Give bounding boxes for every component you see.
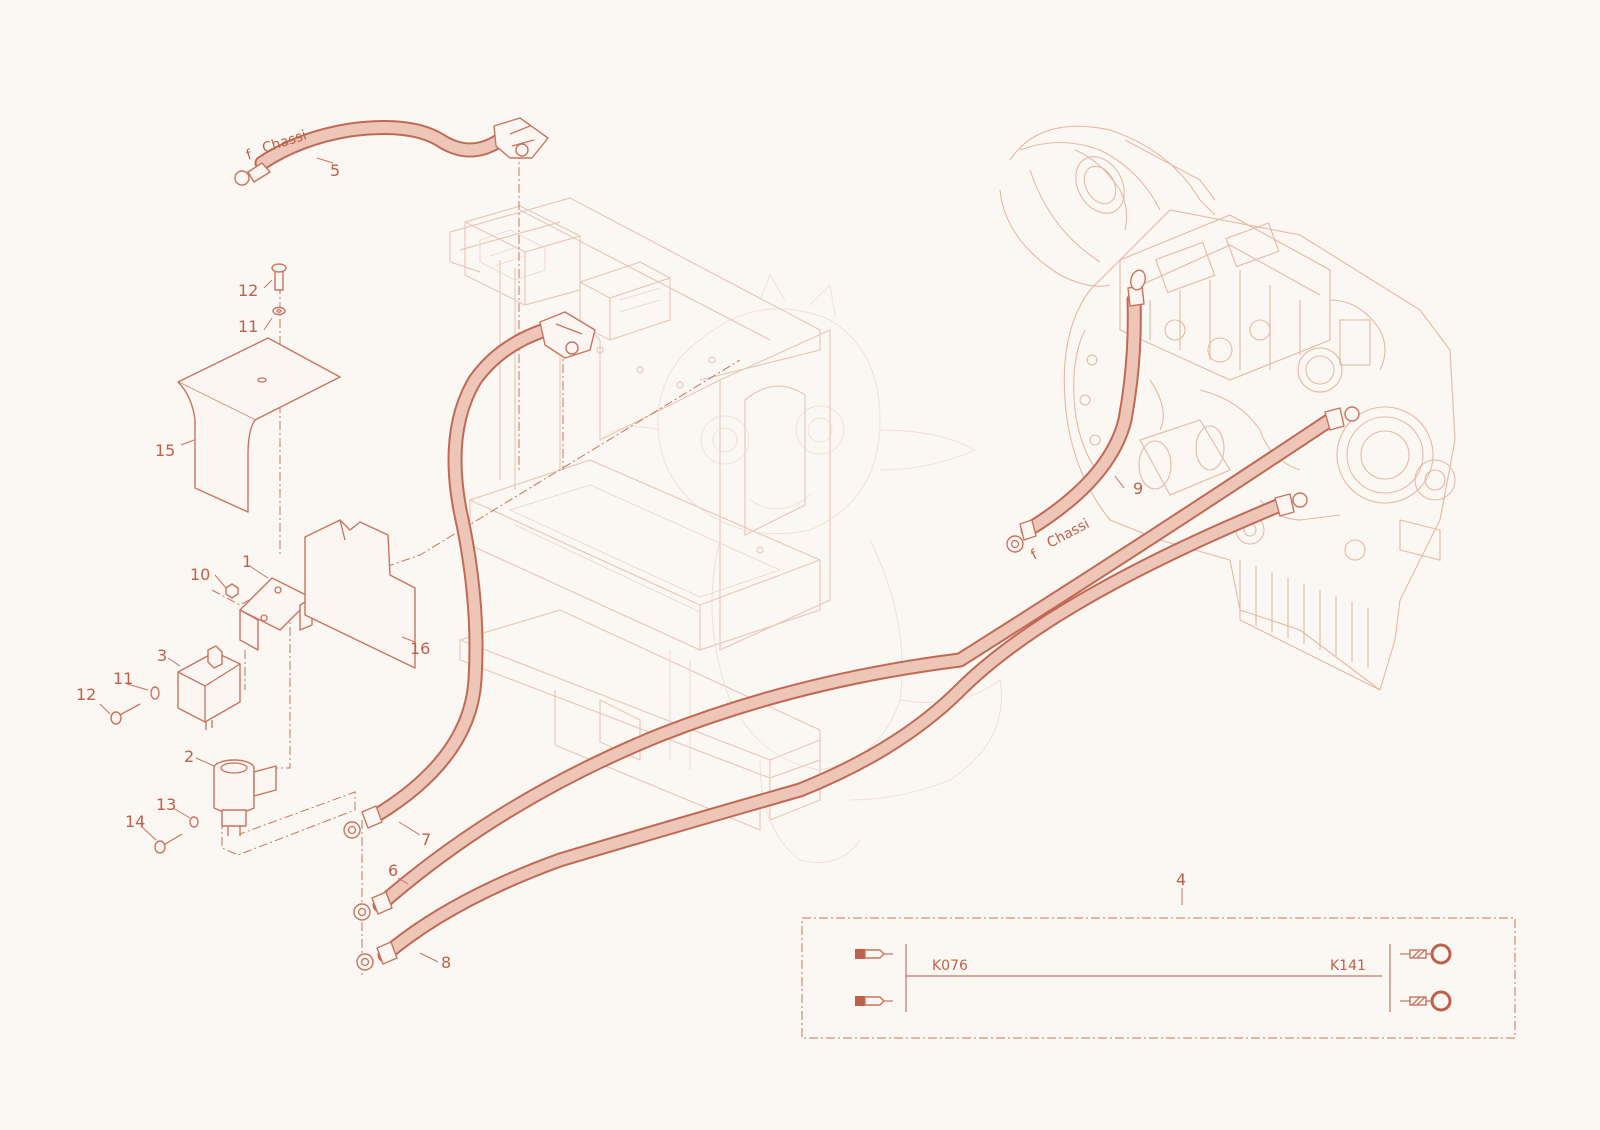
cable-8[interactable] bbox=[356, 492, 1308, 971]
part-3-relay[interactable] bbox=[177, 645, 241, 730]
callout-5: 5 bbox=[330, 161, 340, 180]
engine-ghost bbox=[999, 125, 1456, 691]
part-13-washer[interactable] bbox=[189, 816, 199, 828]
callout-numbers: 5 12 11 15 1 10 16 3 11 12 2 13 14 7 6 8… bbox=[76, 161, 1186, 972]
part-14-screw[interactable] bbox=[154, 833, 183, 854]
watermark-creature bbox=[599, 273, 1002, 863]
callout-6: 6 bbox=[388, 861, 398, 880]
part-2-main-switch[interactable] bbox=[213, 759, 277, 836]
cable-7-battery-positive[interactable] bbox=[343, 311, 596, 839]
part-15-cover[interactable] bbox=[177, 337, 341, 513]
callout-7: 7 bbox=[421, 830, 431, 849]
leader-lines bbox=[99, 157, 1183, 963]
callout-2: 2 bbox=[184, 747, 194, 766]
part-12-screw-relay[interactable] bbox=[110, 703, 141, 725]
callout-14: 14 bbox=[125, 812, 145, 831]
callout-4: 4 bbox=[1176, 870, 1186, 889]
part-10-nut[interactable] bbox=[225, 583, 239, 599]
flat-connector-upper bbox=[855, 949, 893, 959]
part-12-screw-top[interactable] bbox=[271, 263, 287, 291]
callout-1: 1 bbox=[242, 552, 252, 571]
part-16-plate[interactable] bbox=[304, 519, 416, 669]
wiring-harness-4-detail[interactable]: K076 K141 bbox=[801, 917, 1516, 1039]
part-1-bracket[interactable] bbox=[239, 577, 313, 651]
cable-9-engine-ground[interactable] bbox=[1006, 269, 1147, 553]
cable-5-chassis-ground[interactable] bbox=[234, 117, 549, 186]
chassi-labels: f Chassi f Chassi bbox=[244, 127, 1092, 563]
callout-3: 3 bbox=[157, 646, 167, 665]
ring-terminal-upper bbox=[1400, 943, 1452, 965]
callout-12-top: 12 bbox=[238, 281, 258, 300]
chassi-engine-f-label: f bbox=[1028, 547, 1041, 564]
harness-code-right: K141 bbox=[1330, 958, 1366, 974]
part-11-washer-top[interactable] bbox=[272, 306, 286, 316]
callout-8: 8 bbox=[441, 953, 451, 972]
callout-13: 13 bbox=[156, 795, 176, 814]
ring-terminal-lower bbox=[1400, 990, 1452, 1012]
callout-10: 10 bbox=[190, 565, 210, 584]
callout-11-relay: 11 bbox=[113, 669, 133, 688]
cable-6[interactable] bbox=[353, 406, 1360, 921]
callout-12-relay: 12 bbox=[76, 685, 96, 704]
callout-9: 9 bbox=[1133, 479, 1143, 498]
callout-15: 15 bbox=[155, 441, 175, 460]
part-11-washer-relay[interactable] bbox=[150, 686, 160, 700]
callout-11-top: 11 bbox=[238, 317, 258, 336]
flat-connector-lower bbox=[855, 996, 893, 1006]
callout-16: 16 bbox=[410, 639, 430, 658]
harness-code-left: K076 bbox=[932, 958, 968, 974]
chassi-top-f-label: f bbox=[244, 147, 255, 164]
